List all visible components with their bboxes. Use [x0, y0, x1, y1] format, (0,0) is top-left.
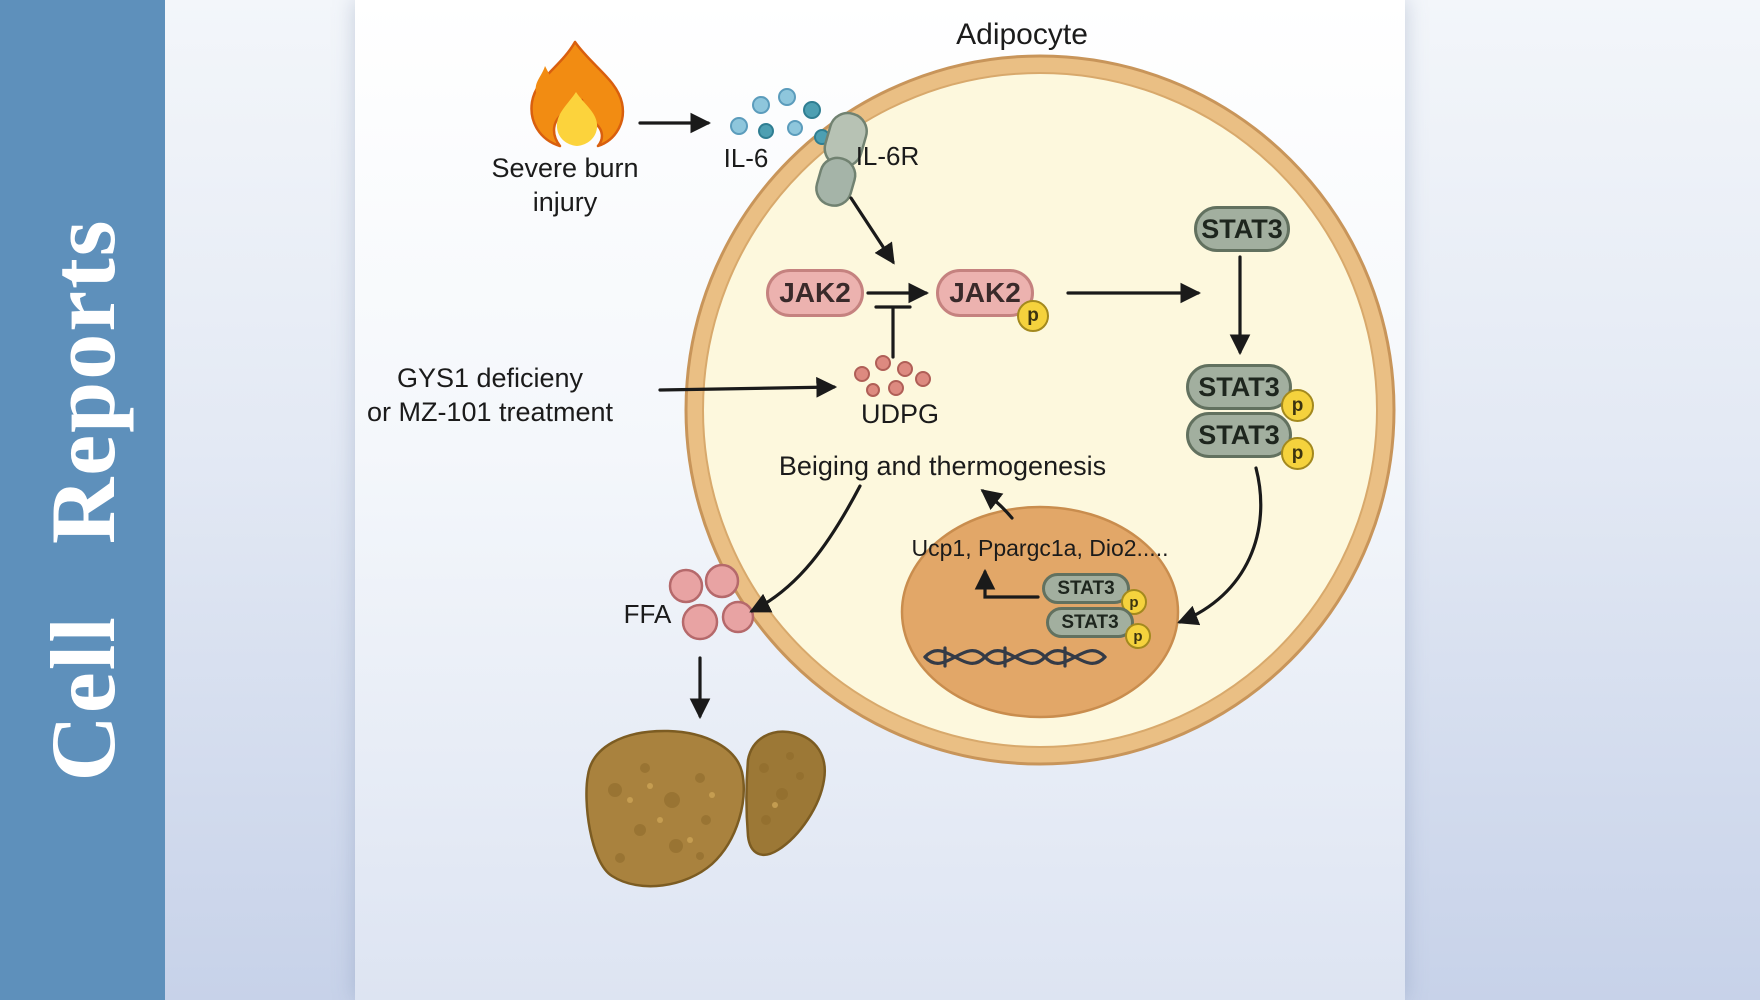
il6-dots: [730, 88, 830, 145]
ffa-label: FFA: [623, 599, 672, 629]
intervention-line2: or MZ-101 treatment: [366, 396, 614, 427]
stimulus-line1: Severe burn: [491, 153, 639, 183]
il6-label: IL-6: [723, 143, 769, 173]
phospho-badge: p: [1281, 437, 1314, 470]
stat3-label: STAT3: [1201, 213, 1283, 244]
intervention-label: GYS1 deficieny or MZ-101 treatment: [340, 362, 640, 430]
arrow-beiging-to-ffa: [749, 484, 862, 613]
jak2-phospho-label: JAK2: [949, 277, 1021, 308]
arrow-transcription: [974, 568, 1040, 599]
udpg-dots: [854, 355, 931, 397]
udpg-label: UDPG: [860, 399, 939, 429]
stat3-label: STAT3: [1061, 611, 1119, 633]
phospho-badge: p: [1017, 300, 1049, 332]
stat3-box: STAT3: [1194, 206, 1290, 252]
il6r-label: IL-6R: [855, 141, 920, 171]
inhibition-tbar-udpg-to-jak2: [874, 305, 912, 359]
liver-icon: [585, 729, 826, 888]
dna-helix-icon: [923, 646, 1107, 668]
arrow-receptor-to-jak2: [849, 196, 895, 265]
outcome-label: Beiging and thermogenesis: [778, 451, 1107, 481]
target-genes-label: Ucp1, Ppargc1a, Dio2.....: [911, 535, 1169, 561]
phospho-badge: p: [1125, 623, 1151, 649]
stat3-nuclear-box-2: STAT3 p: [1046, 607, 1151, 649]
fire-icon: [530, 40, 625, 148]
stimulus-label: Severe burn injury: [440, 152, 690, 220]
il6r-receptor-icon: [815, 111, 868, 207]
arrow-gys1-to-udpg: [658, 376, 838, 398]
stat3-label: STAT3: [1198, 371, 1280, 402]
stat3-dimer-box-2: STAT3 p: [1186, 412, 1314, 470]
arrow-nucleus-to-beiging: [980, 489, 1014, 520]
ffa-droplets: [668, 563, 755, 641]
stat3-nuclear-box-1: STAT3 p: [1042, 573, 1147, 615]
jak2-label: JAK2: [779, 277, 851, 308]
stimulus-line2: injury: [532, 186, 598, 217]
stat3-label: STAT3: [1198, 419, 1280, 450]
cell-title: Adipocyte: [956, 18, 1088, 51]
stat3-label: STAT3: [1057, 577, 1115, 599]
jak2-box: JAK2: [766, 269, 864, 317]
jak2-phospho-box: JAK2 p: [936, 269, 1049, 332]
journal-sidebar: Cell Reports: [0, 0, 165, 1000]
intervention-line1: GYS1 deficieny: [396, 363, 584, 393]
stat3-dimer-box-1: STAT3 p: [1186, 364, 1314, 422]
phospho-badge: p: [1281, 389, 1314, 422]
arrow-dimer-to-nucleus: [1177, 466, 1263, 626]
